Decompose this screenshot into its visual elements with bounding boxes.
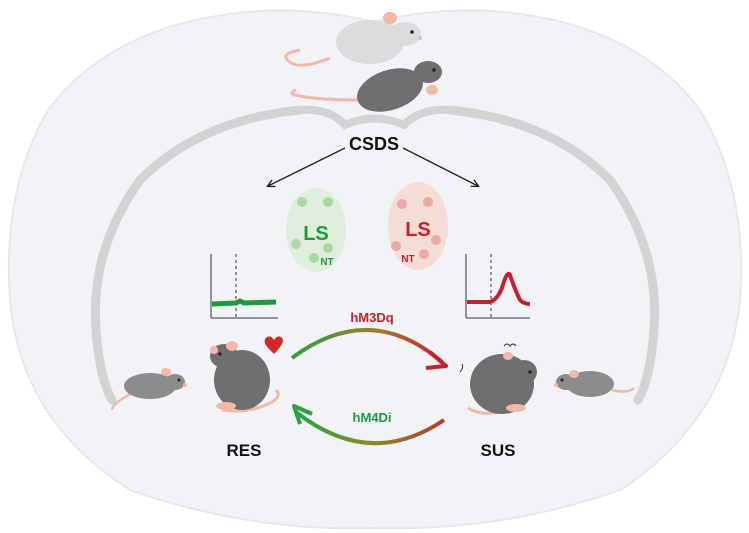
trace-plot-resilient	[210, 254, 278, 319]
sus-label: SUS	[481, 441, 516, 460]
mouse-icon	[110, 368, 187, 411]
white-matter-tract-center	[296, 105, 454, 130]
mouse-icon	[290, 61, 442, 112]
res-label: RES	[227, 441, 262, 460]
nt-label-red: NT	[401, 254, 414, 265]
mouse-icon	[554, 370, 635, 397]
mouse-icon	[210, 341, 280, 413]
arrow-to-res	[268, 147, 346, 186]
csds-label: CSDS	[349, 134, 399, 154]
white-matter-tract-right	[445, 105, 660, 405]
ls-region-resilient: LS NT	[286, 188, 346, 272]
white-matter-tract-left	[90, 105, 305, 405]
ls-label-red: LS	[405, 219, 431, 241]
nt-label-green: NT	[320, 257, 333, 268]
ls-label-green: LS	[303, 223, 329, 245]
trace-plot-susceptible	[465, 254, 531, 319]
hm4di-arrow	[294, 410, 446, 446]
hm4di-arrowhead	[292, 404, 313, 425]
hm3dq-label: hM3Dq	[350, 310, 393, 325]
heart-icon	[264, 336, 283, 354]
ls-region-susceptible: LS NT	[388, 182, 448, 270]
hm3dq-arrow	[290, 328, 444, 364]
arrow-to-sus	[402, 147, 478, 186]
mouse-icon	[459, 343, 537, 415]
hm3dq-arrowhead	[425, 350, 448, 370]
mouse-icon	[284, 12, 422, 67]
hm4di-label: hM4Di	[353, 410, 392, 425]
